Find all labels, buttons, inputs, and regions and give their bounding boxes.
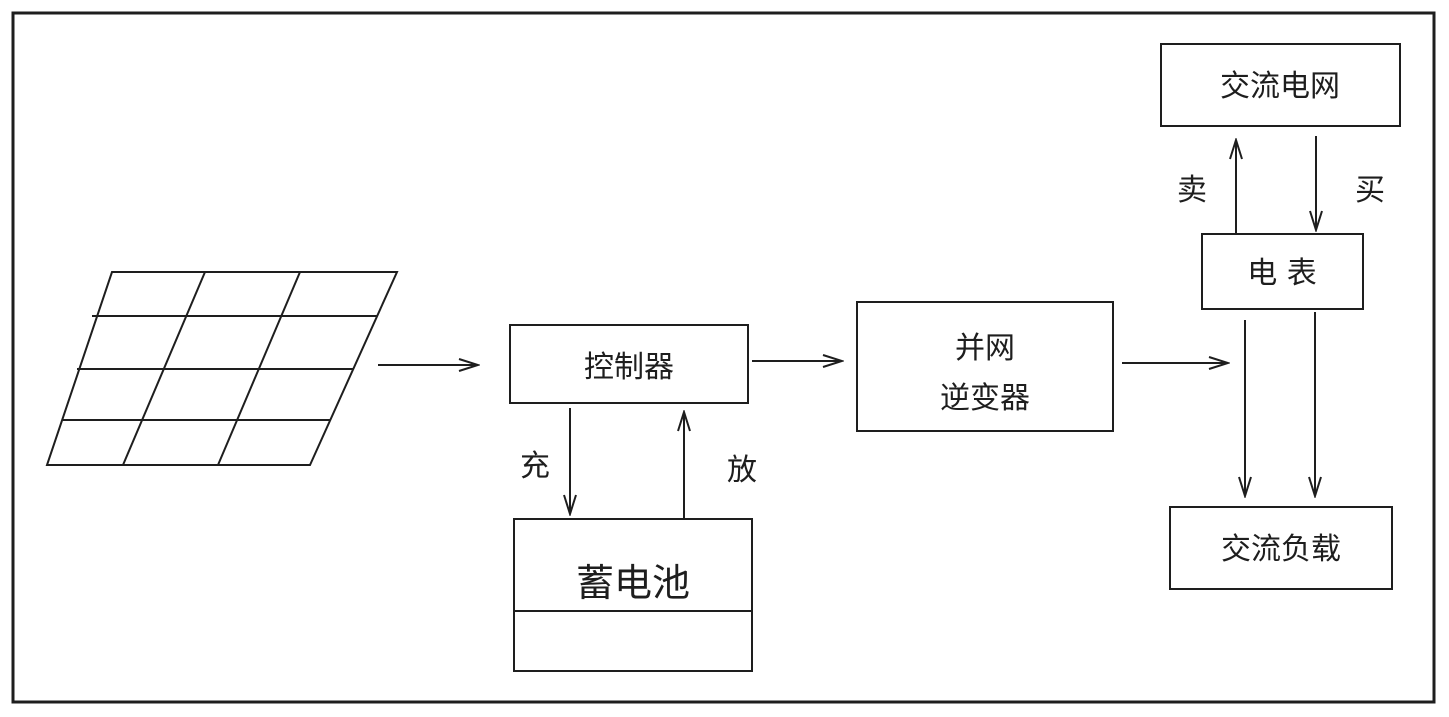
- controller-node: 控制器: [509, 324, 749, 404]
- buy-label: 买: [1355, 173, 1385, 208]
- ac-load-label: 交流负载: [1221, 532, 1341, 567]
- sell-label: 卖: [1177, 173, 1207, 208]
- ac-grid-node: 交流电网: [1160, 43, 1401, 127]
- meter-node: 电 表: [1201, 233, 1364, 310]
- diagram-frame: [11, 11, 1436, 704]
- discharge-label: 放: [727, 453, 757, 488]
- charge-label: 充: [520, 449, 550, 484]
- inverter-node: 并网 逆变器: [856, 301, 1114, 432]
- controller-label: 控制器: [584, 350, 674, 385]
- solar-panel-grid-icon: [45, 271, 399, 466]
- battery-node: 蓄电池: [513, 518, 753, 672]
- meter-label: 电 表: [1247, 256, 1317, 291]
- ac-grid-label: 交流电网: [1220, 69, 1340, 104]
- battery-label: 蓄电池: [576, 561, 690, 605]
- ac-load-node: 交流负载: [1169, 506, 1393, 590]
- inverter-label-line1: 并网: [955, 331, 1015, 366]
- inverter-label-line2: 逆变器: [940, 381, 1030, 416]
